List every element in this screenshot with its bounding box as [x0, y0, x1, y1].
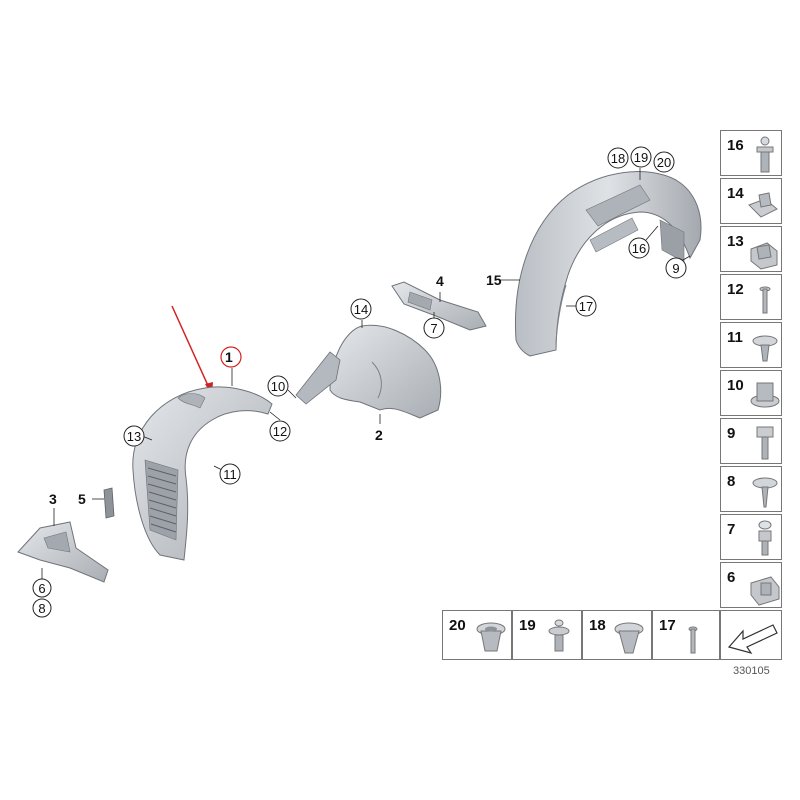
grid-label-19: 19: [519, 617, 536, 634]
grid-cell-6[interactable]: 6: [720, 562, 782, 608]
wheel-arch-liner-front[interactable]: [132, 386, 273, 561]
grid-cell-14[interactable]: 14: [720, 178, 782, 224]
grid-label-20: 20: [449, 617, 466, 634]
svg-text:12: 12: [273, 424, 287, 439]
grid-label-7: 7: [727, 521, 736, 538]
grid-label-12: 12: [727, 281, 744, 298]
grid-cell-16[interactable]: 16: [720, 130, 782, 176]
bolt-9-icon: [756, 426, 774, 460]
grid-cell-7[interactable]: 7: [720, 514, 782, 560]
grid-cell-20[interactable]: 20: [442, 610, 512, 660]
svg-text:8: 8: [38, 601, 45, 616]
callout-20: 20: [653, 151, 675, 173]
lower-bracket[interactable]: [17, 521, 109, 583]
svg-text:17: 17: [579, 299, 593, 314]
screw-8-icon: [752, 477, 778, 508]
callout-17: 17: [575, 295, 597, 317]
callout-8: 8: [32, 598, 52, 618]
callout-2: 2: [375, 427, 383, 443]
svg-text:10: 10: [271, 379, 285, 394]
grid-label-6: 6: [727, 569, 736, 586]
clip-7-icon: [758, 520, 772, 556]
grid-label-8: 8: [727, 473, 736, 490]
callout-1-highlight-ring: [220, 346, 242, 368]
grid-label-13: 13: [727, 233, 744, 250]
svg-text:16: 16: [632, 241, 646, 256]
svg-text:13: 13: [127, 429, 141, 444]
callout-18: 18: [607, 147, 629, 169]
callout-19: 19: [630, 146, 652, 168]
svg-text:6: 6: [38, 581, 45, 596]
grommet-18-icon: [614, 622, 644, 654]
callout-7: 7: [423, 317, 445, 339]
grid-label-9: 9: [727, 425, 736, 442]
callout-9: 9: [665, 257, 687, 279]
grid-label-10: 10: [727, 377, 744, 394]
svg-text:9: 9: [672, 261, 679, 276]
small-plate[interactable]: [103, 487, 115, 519]
nut-10-icon: [750, 382, 780, 408]
callout-1: 1: [225, 349, 233, 365]
callout-12: 12: [269, 420, 291, 442]
grid-label-14: 14: [727, 185, 744, 202]
grid-label-11: 11: [727, 329, 743, 346]
grid-cell-19[interactable]: 19: [512, 610, 582, 660]
screw-12-icon: [759, 286, 771, 314]
callout-13: 13: [123, 425, 145, 447]
svg-text:11: 11: [223, 467, 237, 482]
callout-11-front: 11: [219, 463, 241, 485]
grommet-20-icon: [476, 622, 506, 652]
clip-nut-13-icon: [750, 242, 778, 270]
grid-cell-12[interactable]: 12: [720, 274, 782, 320]
direction-arrow-icon: [727, 624, 778, 655]
callout-4: 4: [436, 273, 444, 289]
grid-cell-17[interactable]: 17: [652, 610, 720, 660]
callout-14: 14: [350, 298, 372, 320]
reference-number: 330105: [733, 665, 770, 677]
grid-label-18: 18: [589, 617, 606, 634]
callout-6: 6: [32, 578, 52, 598]
clip-19-icon: [548, 619, 570, 652]
svg-text:18: 18: [611, 151, 625, 166]
wheel-arch-liner-rear[interactable]: [514, 171, 702, 357]
clip-16-icon: [756, 136, 774, 173]
grid-cell-11[interactable]: 11: [720, 322, 782, 368]
upper-bracket-strip[interactable]: [391, 281, 487, 331]
callout-15: 15: [486, 272, 502, 288]
grid-cell-18[interactable]: 18: [582, 610, 652, 660]
grid-cell-8[interactable]: 8: [720, 466, 782, 512]
svg-text:20: 20: [657, 155, 671, 170]
grid-cell-13[interactable]: 13: [720, 226, 782, 272]
clip-nut-6-icon: [750, 576, 780, 606]
screw-11-icon: [752, 335, 778, 362]
liner-section-center[interactable]: [295, 324, 442, 419]
callout-5: 5: [78, 491, 86, 507]
callout-3: 3: [49, 491, 57, 507]
callout-10: 10: [267, 375, 289, 397]
grid-cell-9[interactable]: 9: [720, 418, 782, 464]
direction-arrow-cell: [720, 610, 782, 660]
svg-text:14: 14: [354, 302, 368, 317]
grid-label-16: 16: [727, 137, 744, 154]
grid-label-17: 17: [659, 617, 676, 634]
clip-nut-14-icon: [748, 192, 778, 218]
highlight-arrow: [171, 305, 213, 396]
screw-17-icon: [688, 626, 698, 654]
callout-16: 16: [628, 237, 650, 259]
svg-text:19: 19: [634, 150, 648, 165]
svg-text:7: 7: [430, 321, 437, 336]
grid-cell-10[interactable]: 10: [720, 370, 782, 416]
